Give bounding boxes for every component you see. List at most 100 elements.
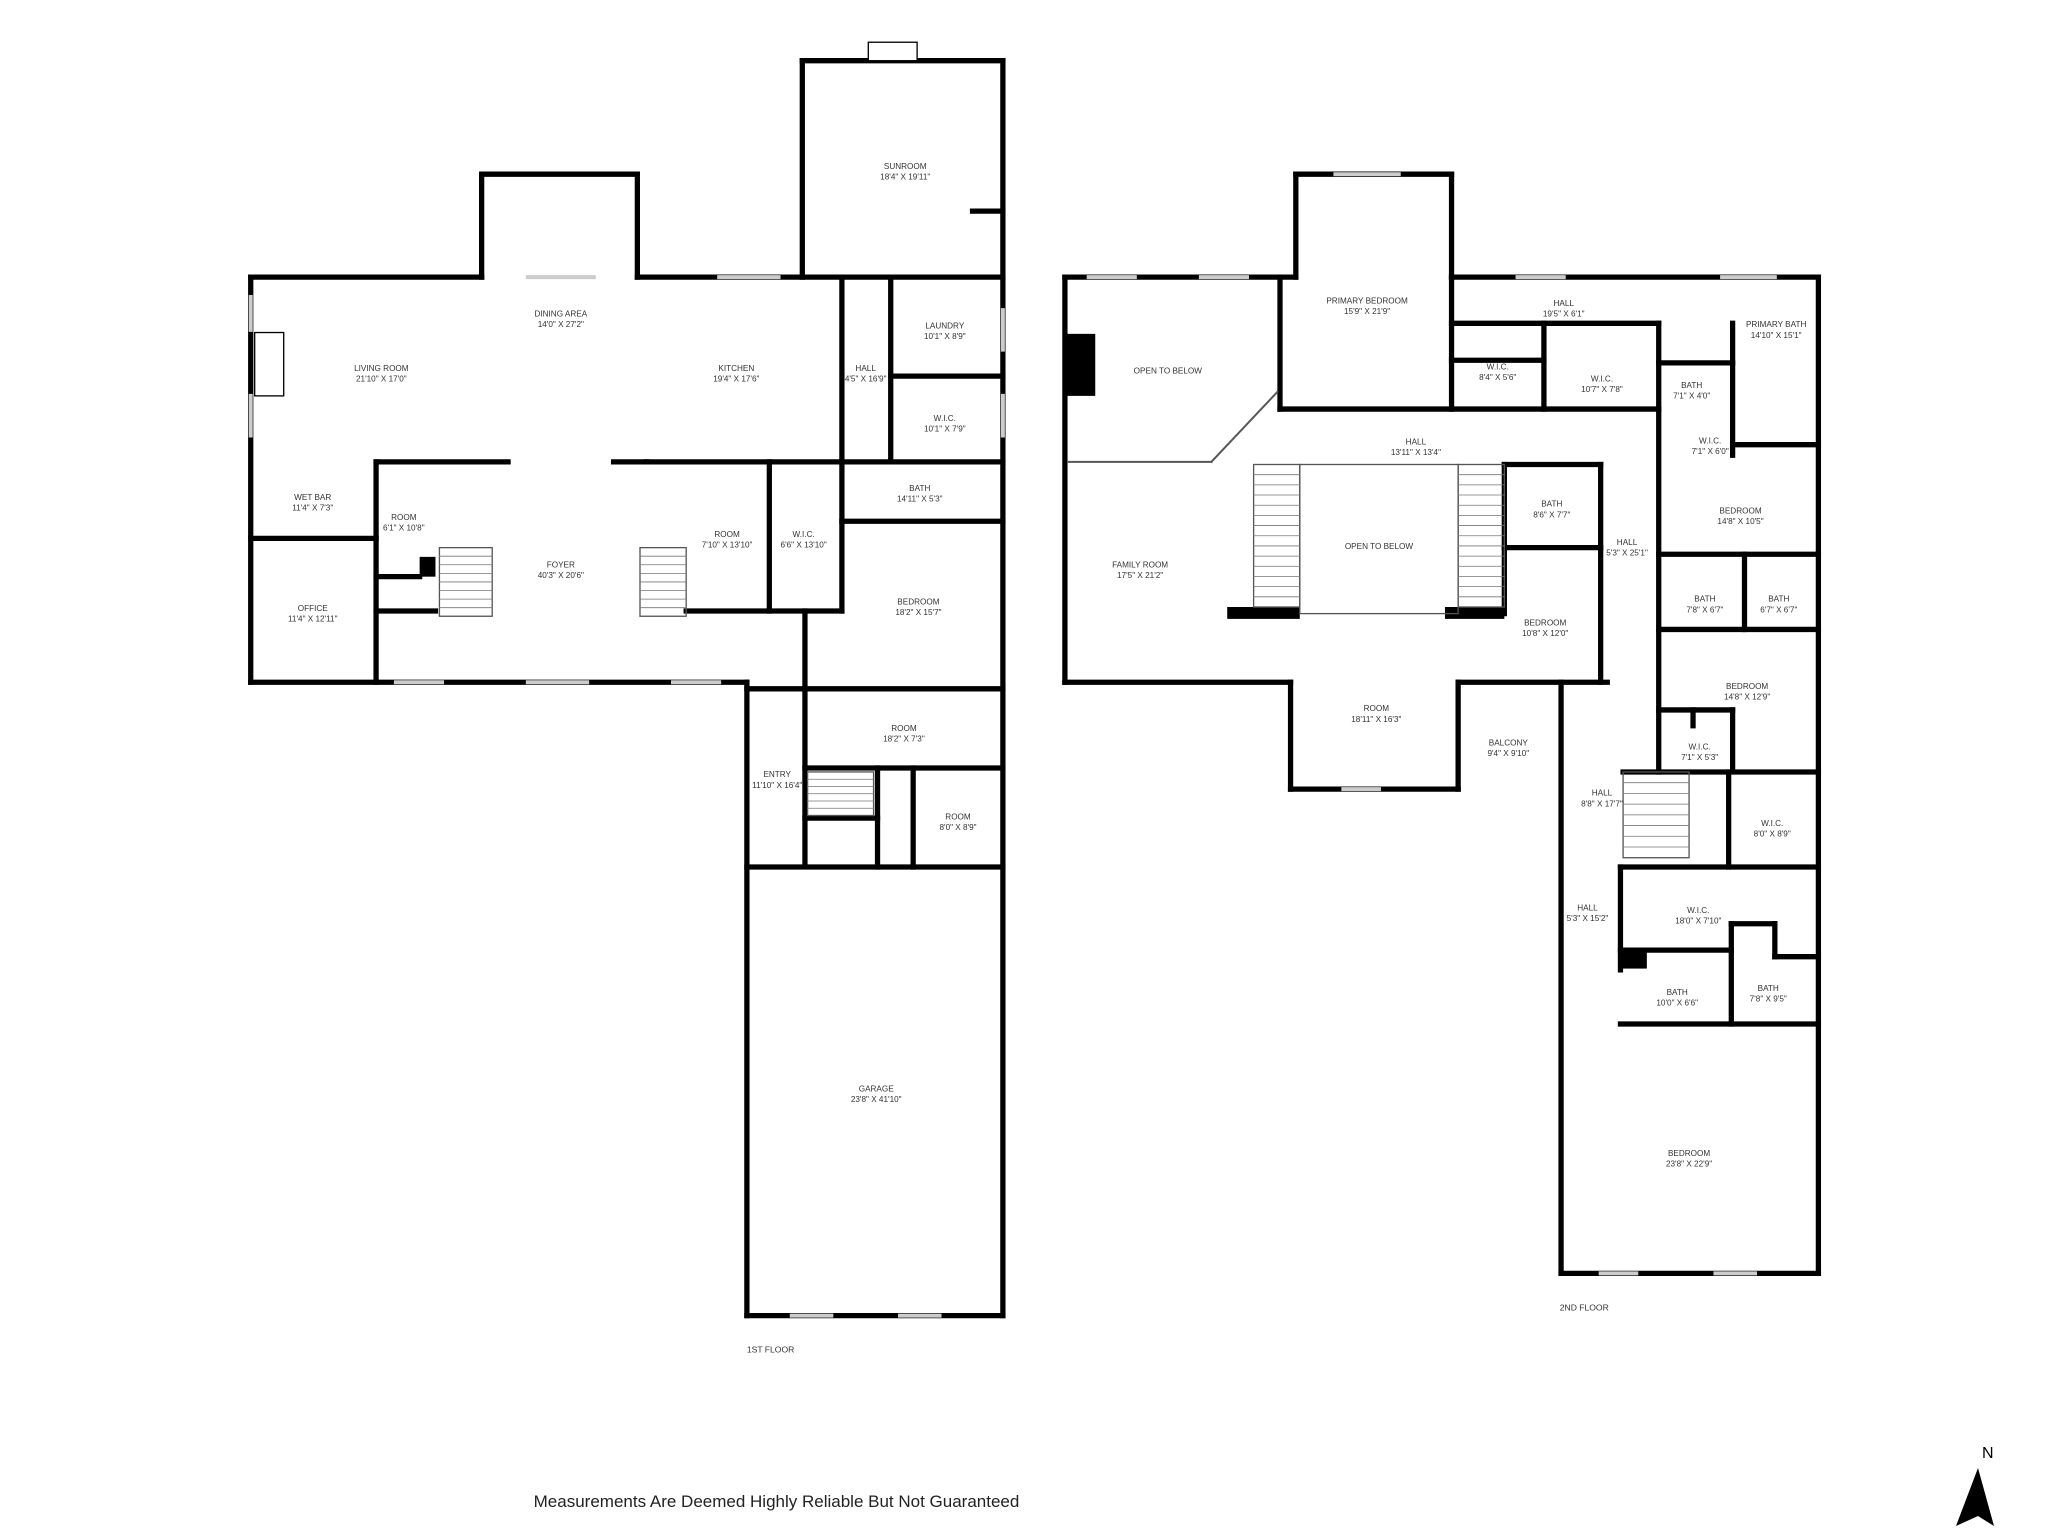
- room-dimensions: 11'4" X 7'3": [292, 504, 333, 513]
- second-floor-label: 2ND FLOOR: [1560, 1302, 1609, 1312]
- solid-block: [419, 556, 436, 577]
- room-name: BATH: [1694, 595, 1715, 604]
- room-dimensions: 10'7" X 7'8": [1581, 385, 1623, 394]
- room-dimensions: 7'1" X 4'0": [1673, 392, 1710, 401]
- room-name: HALL: [1406, 438, 1427, 447]
- first-floor-label: 1ST FLOOR: [747, 1345, 794, 1355]
- room-name: W.I.C.: [934, 414, 956, 423]
- room-name: LAUNDRY: [925, 322, 964, 331]
- room-dimensions: 5'3" X 25'1": [1606, 549, 1648, 558]
- room-name: HALL: [855, 364, 876, 373]
- room-name: SUNROOM: [884, 162, 927, 171]
- room-dimensions: 9'4" X 9'10": [1487, 749, 1529, 758]
- room-dimensions: 15'9" X 21'9": [1344, 307, 1390, 316]
- room-name: PRIMARY BEDROOM: [1326, 297, 1408, 306]
- room-dimensions: 14'0" X 27'2": [538, 320, 584, 329]
- plan-details: [248, 41, 1777, 1318]
- room-name: DINING AREA: [534, 310, 587, 319]
- room-name: BATH: [909, 484, 930, 493]
- room-dimensions: 19'5" X 6'1": [1543, 310, 1585, 319]
- room-dimensions: 8'0" X 8'9": [1754, 830, 1791, 839]
- room-dimensions: 18'0" X 7'10": [1675, 917, 1721, 926]
- chimney: [867, 41, 918, 62]
- room-dimensions: 10'0" X 6'6": [1656, 999, 1698, 1008]
- room-name: ENTRY: [763, 770, 791, 779]
- railing: [1209, 390, 1279, 464]
- room-dimensions: 18'11" X 16'3": [1351, 715, 1401, 724]
- room-dimensions: 8'4" X 5'6": [1479, 373, 1516, 382]
- room-name: HALL: [1617, 538, 1638, 547]
- second-floor-walls: [1062, 171, 1822, 1277]
- room-dimensions: 11'4" X 12'11": [288, 615, 338, 624]
- room-name: OPEN TO BELOW: [1345, 542, 1414, 551]
- room-dimensions: 8'6" X 7'7": [1533, 510, 1570, 519]
- room-name: W.I.C.: [1687, 906, 1709, 915]
- room-dimensions: 7'8" X 9'5": [1750, 995, 1787, 1004]
- room-name: ROOM: [391, 513, 417, 522]
- room-dimensions: 14'10" X 15'1": [1751, 331, 1802, 340]
- room-name: GARAGE: [859, 1084, 895, 1093]
- room-dimensions: 21'10" X 17'0": [356, 374, 407, 383]
- room-name: W.I.C.: [1761, 819, 1783, 828]
- room-dimensions: 6'6" X 13'10": [781, 541, 827, 550]
- room-dimensions: 13'11" X 13'4": [1391, 448, 1441, 457]
- room-name: BEDROOM: [1726, 682, 1768, 691]
- room-dimensions: 40'3" X 20'6": [538, 571, 584, 580]
- room-name: BEDROOM: [1668, 1149, 1710, 1158]
- room-dimensions: 17'5" X 21'2": [1117, 571, 1163, 580]
- solid-block: [1227, 607, 1300, 619]
- room-name: W.I.C.: [1591, 374, 1613, 383]
- room-name: BATH: [1768, 595, 1789, 604]
- room-name: PRIMARY BATH: [1746, 320, 1806, 329]
- room-dimensions: 14'11" X 5'3": [897, 494, 943, 503]
- room-name: ROOM: [945, 812, 971, 821]
- room-dimensions: 18'2" X 15'7": [895, 608, 941, 617]
- room-dimensions: 18'4" X 19'11": [880, 172, 930, 181]
- room-name: W.I.C.: [1689, 743, 1711, 752]
- room-dimensions: 5'3" X 15'2": [1567, 914, 1609, 923]
- open-to-below-outline: [1299, 463, 1459, 615]
- disclaimer-text: Measurements Are Deemed Highly Reliable …: [533, 1492, 1020, 1511]
- room-dimensions: 23'8" X 41'10": [851, 1095, 902, 1104]
- room-name: BATH: [1758, 984, 1779, 993]
- room-name: FAMILY ROOM: [1112, 560, 1168, 569]
- room-name: ROOM: [1364, 704, 1390, 713]
- room-name: BATH: [1541, 500, 1562, 509]
- room-dimensions: 14'8" X 10'5": [1717, 517, 1763, 526]
- room-dimensions: 10'8" X 12'0": [1522, 629, 1568, 638]
- north-label: N: [1982, 1445, 1994, 1462]
- room-dimensions: 7'8" X 6'7": [1686, 605, 1723, 614]
- room-dimensions: 6'7" X 6'7": [1760, 605, 1797, 614]
- room-dimensions: 10'1" X 8'9": [924, 332, 966, 341]
- room-name: HALL: [1592, 789, 1613, 798]
- room-name: W.I.C.: [1699, 436, 1721, 445]
- room-name: OPEN TO BELOW: [1134, 366, 1203, 375]
- solid-block: [1444, 607, 1505, 619]
- room-name: BATH: [1667, 988, 1688, 997]
- room-name: HALL: [1553, 299, 1574, 308]
- room-name: ROOM: [714, 530, 740, 539]
- room-name: KITCHEN: [718, 364, 754, 373]
- room-name: WET BAR: [294, 493, 331, 502]
- room-dimensions: 10'1" X 7'9": [924, 425, 966, 434]
- room-name: W.I.C.: [1487, 362, 1509, 371]
- room-dimensions: 11'10" X 16'4": [752, 781, 802, 790]
- room-name: FOYER: [547, 560, 575, 569]
- room-name: ROOM: [891, 724, 917, 733]
- solid-block: [1620, 950, 1647, 969]
- room-dimensions: 18'2" X 7'3": [883, 735, 925, 744]
- room-name: W.I.C.: [793, 530, 815, 539]
- room-dimensions: 14'8" X 12'9": [1724, 692, 1770, 701]
- room-dimensions: 23'8" X 22'9": [1666, 1160, 1712, 1169]
- room-dimensions: 4'5" X 16'9": [845, 374, 887, 383]
- room-name: HALL: [1577, 904, 1598, 913]
- room-dimensions: 7'10" X 13'10": [702, 541, 753, 550]
- room-name: BALCONY: [1489, 739, 1529, 748]
- room-dimensions: 8'8" X 17'7": [1581, 799, 1623, 808]
- fireplace-icon: [254, 331, 285, 397]
- room-name: BEDROOM: [1524, 618, 1566, 627]
- room-name: BEDROOM: [1719, 506, 1761, 515]
- north-arrow-icon: N: [1956, 1445, 1994, 1526]
